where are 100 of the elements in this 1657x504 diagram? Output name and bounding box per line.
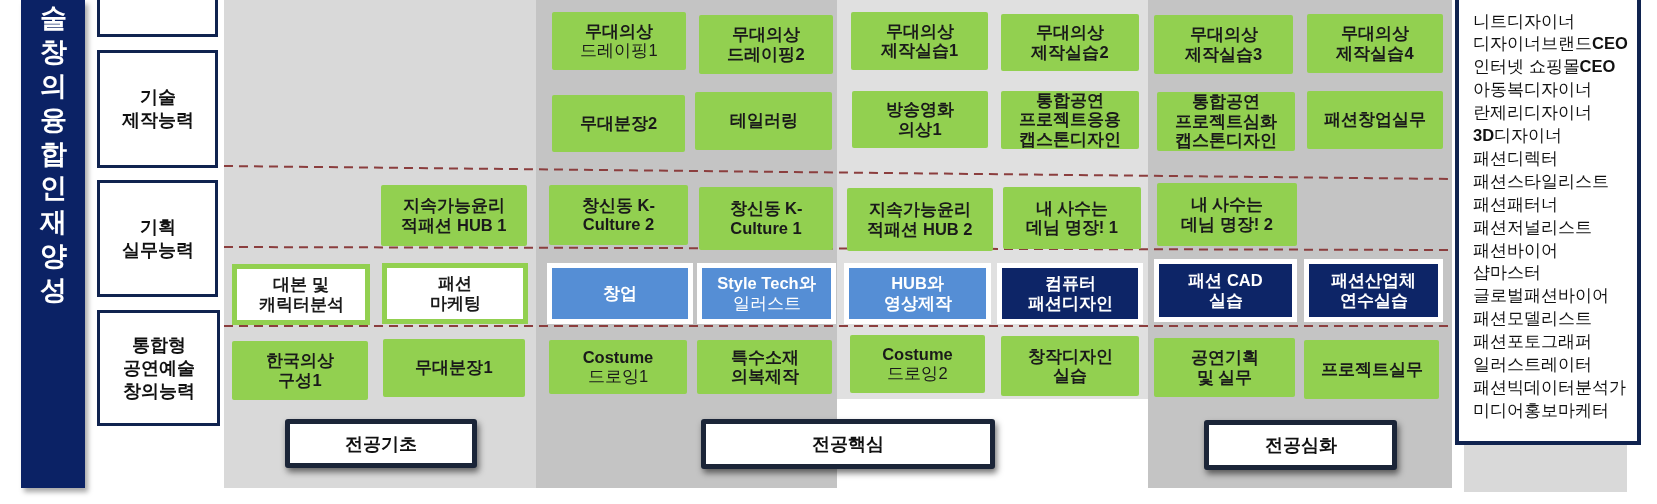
course-name: 무대의상 드레이핑1 — [579, 21, 659, 61]
course-name: 공연기획 및 실무 — [1189, 348, 1260, 387]
course-box — [549, 340, 687, 394]
course-box — [552, 95, 685, 152]
course-name: 무대의상 제작실습1 — [879, 21, 960, 61]
course-name: 통합공연 프로젝트응용 캡스톤디자인 — [1018, 90, 1122, 150]
course-name: 패션산업체 연수실습 — [1330, 271, 1417, 310]
course-name: 창작디자인 실습 — [1026, 346, 1114, 386]
course-name: 무대의상 제작실습4 — [1335, 24, 1415, 63]
course-box — [1001, 14, 1139, 71]
course-box — [847, 188, 993, 251]
column-band — [1464, 445, 1627, 492]
course-name: 컴퓨터 패션디자인 — [1026, 274, 1114, 313]
course-box — [852, 91, 988, 148]
career-item: 아동복디자이너 — [1473, 79, 1592, 101]
course-box — [1157, 92, 1295, 151]
career-item: 미디어홍보마케터 — [1473, 399, 1609, 421]
course-name: 내 사수는 데님 명장! 2 — [1180, 195, 1274, 234]
course-name: 테일러링 — [729, 111, 798, 131]
course-box — [383, 339, 525, 397]
course-name: Costume 드로잉2 — [881, 344, 954, 384]
career-item: 패션포토그래퍼 — [1473, 331, 1592, 353]
row-label-box — [97, 180, 218, 297]
course-box — [699, 15, 833, 74]
row-label: 기술 제작능력 — [120, 86, 195, 132]
course-box — [1307, 14, 1443, 73]
course-name: Costume 드로잉1 — [581, 347, 655, 387]
course-name: 창신동 K-Culture 2 — [581, 195, 656, 235]
course-name: 패션창업실무 — [1324, 110, 1426, 130]
course-box — [1001, 336, 1139, 396]
career-item: 샵마스터 — [1473, 262, 1541, 284]
row-label-box — [97, 0, 218, 37]
career-item: 디자이너브랜드CEO — [1473, 33, 1628, 55]
career-item: 글로벌패션바이어 — [1473, 285, 1609, 307]
column-band — [224, 0, 536, 488]
course-name: 통합공연 프로젝트심화 캡스톤디자인 — [1174, 92, 1278, 151]
column-band — [1148, 0, 1452, 488]
course-box — [232, 341, 368, 400]
career-item: 란제리디자이너 — [1473, 102, 1592, 124]
course-name: 무대분장1 — [415, 358, 493, 378]
course-box — [997, 263, 1143, 324]
course-box — [851, 12, 988, 70]
category-label: 전공심화 — [1264, 434, 1337, 457]
career-item: 패션저널리스트 — [1473, 216, 1592, 238]
course-box — [232, 264, 370, 325]
course-name: 창신동 K-Culture 1 — [728, 199, 804, 238]
course-box — [549, 185, 688, 245]
career-item: 패션모델리스트 — [1473, 308, 1592, 330]
course-box — [697, 340, 832, 394]
course-name: 패션 마케팅 — [428, 274, 482, 313]
course-box — [552, 12, 686, 70]
category-label: 전공핵심 — [812, 433, 884, 456]
row-label: 기획 실무능력 — [120, 215, 195, 262]
course-box — [382, 263, 528, 324]
course-box — [1003, 187, 1141, 249]
course-box — [1154, 338, 1295, 397]
category-label-box — [285, 419, 477, 468]
career-item: 패션스타일리스트 — [1473, 170, 1609, 192]
row-label: 통합형 공연예술 창의능력 — [121, 333, 196, 403]
career-item: 3D디자이너 — [1473, 125, 1563, 147]
career-item: 패션빅데이터분석가 — [1473, 377, 1626, 398]
course-box — [695, 92, 832, 150]
course-name: 무대의상 드레이핑2 — [726, 25, 806, 64]
career-list-box — [1455, 0, 1641, 445]
course-name: 프로젝트실무 — [1320, 359, 1423, 380]
career-item: 패션바이어 — [1473, 239, 1558, 261]
course-name: 지속가능윤리 적패션 HUB 2 — [866, 200, 974, 239]
course-box — [1304, 259, 1443, 322]
course-name: 한국의상 구성1 — [265, 351, 335, 390]
title-bar — [21, 0, 85, 488]
row-label-box — [97, 50, 218, 168]
career-item: 일러스트레이터 — [1473, 354, 1592, 376]
course-box — [547, 263, 693, 324]
category-label-box — [1204, 420, 1397, 470]
course-box — [844, 263, 991, 324]
career-item: 패션패터너 — [1473, 193, 1558, 215]
course-box — [699, 187, 833, 250]
course-name: HUB와 영상제작 — [882, 274, 953, 313]
course-box — [1307, 91, 1443, 149]
course-box — [850, 335, 985, 393]
course-name: 패션 CAD 실습 — [1187, 271, 1264, 310]
course-box — [1157, 183, 1297, 246]
course-box — [1154, 259, 1297, 322]
course-name: 무대의상 제작실습2 — [1030, 23, 1110, 62]
career-item: 패션디렉터 — [1473, 147, 1558, 169]
course-name: 지속가능윤리 적패션 HUB 1 — [400, 196, 508, 235]
course-box — [381, 185, 527, 246]
course-name: 특수소재 의복제작 — [729, 347, 800, 387]
course-name: 창업 — [603, 283, 637, 304]
course-name: 내 사수는 데님 명장! 1 — [1025, 198, 1119, 238]
vertical-title: 술창의융합인재양성 — [39, 2, 67, 307]
course-box — [1001, 91, 1139, 149]
course-name: Style Tech와 일러스트 — [716, 274, 817, 313]
course-box — [697, 263, 836, 324]
category-label: 전공기초 — [345, 432, 417, 456]
career-item: 니트디자이너 — [1473, 10, 1575, 32]
course-box — [1304, 340, 1439, 399]
course-name: 대본 및 캐릭터분석 — [257, 275, 345, 314]
course-name: 무대분장2 — [579, 113, 658, 134]
course-name: 무대의상 제작실습3 — [1183, 25, 1264, 64]
